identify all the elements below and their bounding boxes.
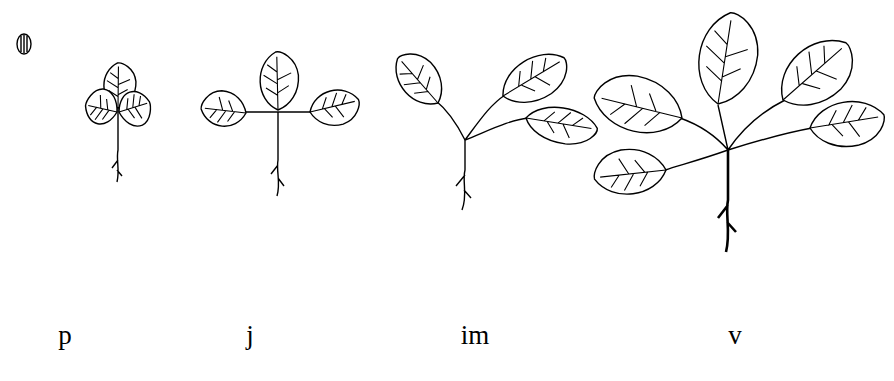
- stage-label: j: [246, 322, 254, 349]
- stage-label: p: [58, 322, 72, 349]
- stage-label: v: [728, 322, 742, 349]
- stage-label: im: [461, 322, 490, 349]
